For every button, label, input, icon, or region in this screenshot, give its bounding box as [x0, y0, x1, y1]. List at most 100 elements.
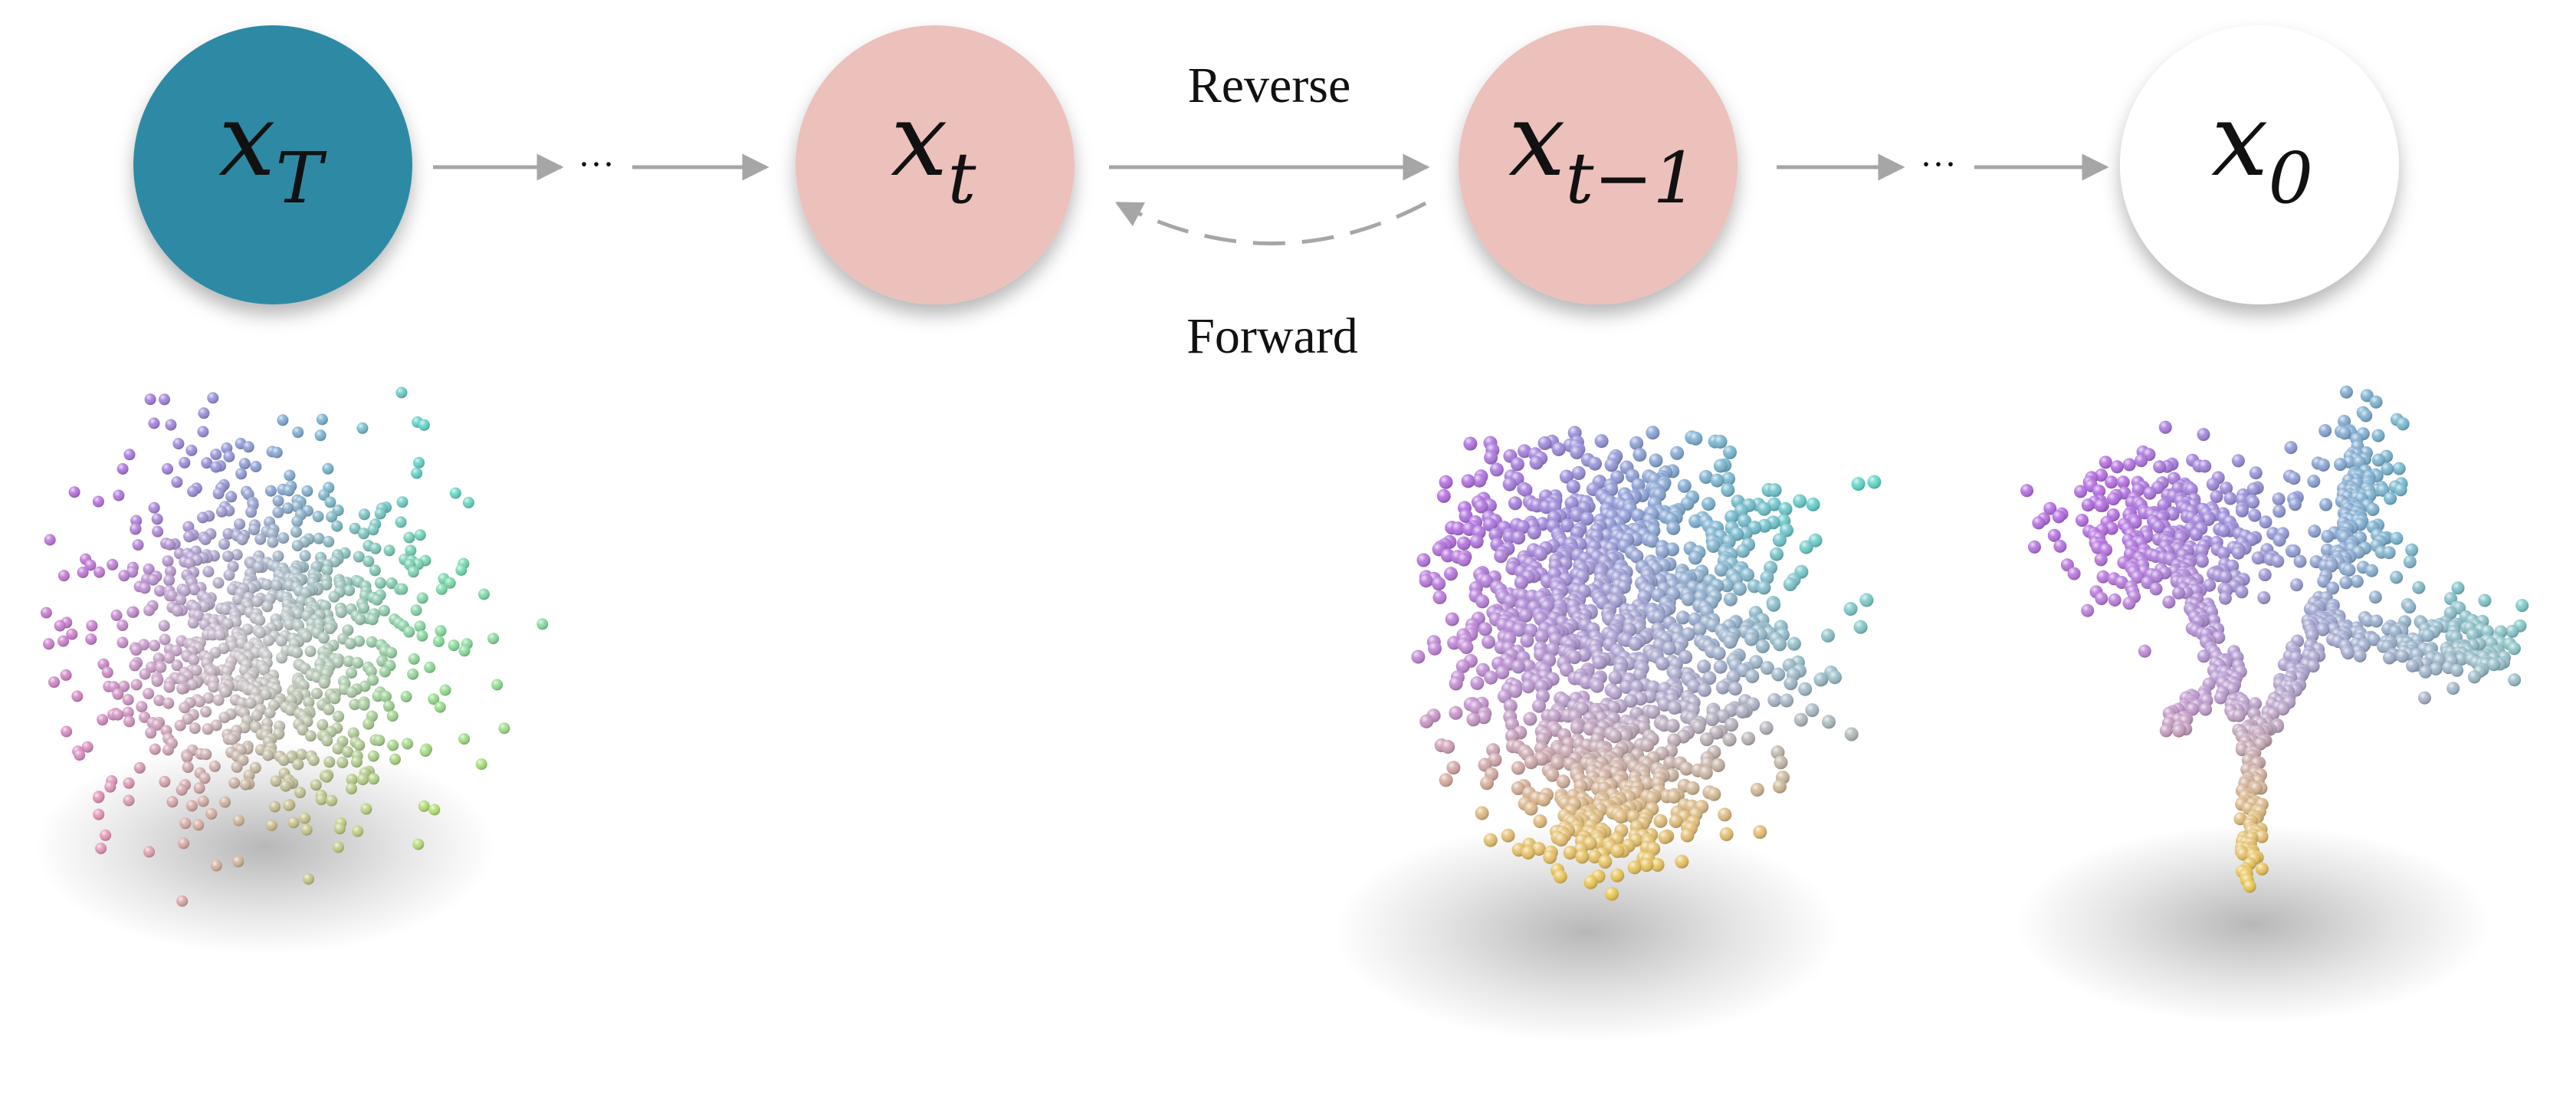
- noise-point-shine: [455, 564, 468, 576]
- partial-point-shine: [1457, 552, 1472, 567]
- partial-point-shine: [1844, 727, 1859, 741]
- noise-point-shine: [323, 756, 336, 768]
- noise-point-shine: [116, 620, 129, 632]
- tree-point-shine: [2396, 417, 2410, 431]
- tree-point-shine: [2052, 510, 2066, 524]
- noise-point-shine: [344, 637, 356, 649]
- partial-point-shine: [1511, 659, 1525, 674]
- noise-point-shine: [356, 422, 369, 434]
- partial-point-shine: [1444, 567, 1458, 581]
- noise-point-shine: [264, 707, 276, 719]
- partial-point-shine: [1697, 682, 1711, 697]
- noise-point-shine: [66, 628, 78, 640]
- noise-point-shine: [198, 407, 210, 419]
- noise-point-shine: [176, 895, 189, 907]
- partial-point-shine: [1628, 636, 1642, 651]
- partial-point-shine: [1469, 534, 1484, 549]
- partial-point-shine: [1853, 620, 1868, 634]
- noise-point-shine: [266, 528, 278, 540]
- noise-point-shine: [164, 565, 176, 577]
- noise-point-shine: [210, 860, 222, 872]
- noise-point-shine: [84, 559, 97, 571]
- noise-point-shine: [329, 692, 341, 705]
- tree-point-shine: [2289, 498, 2302, 511]
- partial-point-shine: [1771, 667, 1786, 682]
- partial-point-shine: [1784, 676, 1798, 691]
- tree-point-shine: [2405, 543, 2419, 557]
- noise-point-shine: [123, 794, 135, 807]
- partial-point-shine: [1456, 536, 1471, 551]
- noise-point-shine: [314, 429, 327, 442]
- partial-point-shine: [1733, 582, 1747, 596]
- partial-point-shine: [1508, 496, 1522, 511]
- tree-point-shine: [2231, 546, 2245, 560]
- partial-point-shine: [1551, 442, 1566, 456]
- noise-point-shine: [143, 563, 155, 575]
- partial-point-shine: [1475, 806, 1489, 820]
- noise-point-shine: [151, 513, 163, 525]
- noise-point-shine: [242, 441, 254, 453]
- noise-point-shine: [176, 682, 189, 695]
- partial-point-shine: [1662, 641, 1676, 656]
- noise-point-shine: [284, 469, 296, 482]
- noise-point-shine: [162, 744, 174, 756]
- noise-point-shine: [212, 488, 225, 500]
- noise-point-shine: [439, 684, 451, 696]
- tree-point-shine: [2189, 528, 2203, 541]
- noise-point-shine: [40, 607, 52, 619]
- noise-point-shine: [413, 456, 425, 468]
- partial-point-shine: [1480, 776, 1494, 791]
- noise-point-shine: [363, 718, 375, 730]
- noise-point-shine: [498, 722, 510, 735]
- tree-point-shine: [2094, 498, 2108, 512]
- partial-point-shine: [1502, 477, 1517, 491]
- noise-point-shine: [185, 800, 198, 812]
- noise-point-shine: [118, 680, 130, 692]
- noise-point-shine: [374, 577, 386, 589]
- noise-point-shine: [123, 449, 136, 461]
- noise-point-shine: [367, 524, 379, 536]
- tree-cloud-shadow: [2016, 824, 2491, 1024]
- noise-point-shine: [187, 616, 199, 629]
- noise-point-shine: [318, 677, 330, 689]
- noise-point-shine: [200, 748, 212, 761]
- noise-point-shine: [352, 656, 363, 669]
- noise-point-shine: [261, 579, 274, 591]
- noise-point-shine: [346, 783, 357, 795]
- noise-point-shine: [188, 584, 200, 596]
- noise-point-shine: [225, 491, 238, 503]
- partial-point-shine: [1566, 479, 1580, 494]
- noise-point-shine: [373, 735, 386, 747]
- partial-point-shine: [1520, 633, 1534, 648]
- partial-point-shine: [1441, 739, 1455, 754]
- ground-shadows: [34, 740, 2491, 1043]
- partial-point-shine: [1428, 641, 1442, 656]
- noise-point-shine: [414, 529, 426, 541]
- noise-point-shine: [360, 803, 372, 815]
- noise-point-shine: [380, 690, 392, 702]
- partial-point-shine: [1753, 825, 1767, 840]
- noise-point-shine: [323, 535, 335, 547]
- noise-point-shine: [147, 574, 159, 586]
- noise-point-shine: [265, 819, 277, 831]
- noise-point-shine: [215, 505, 228, 518]
- noise-point-shine: [139, 582, 151, 594]
- noise-point-shine: [269, 800, 281, 813]
- partial-point-shine: [1736, 544, 1751, 558]
- noise-point-shine: [410, 604, 422, 616]
- partial-point-shine: [1666, 521, 1681, 535]
- noise-point-shine: [310, 687, 323, 699]
- partial-point-shine: [1793, 494, 1807, 508]
- noise-point-shine: [301, 485, 313, 497]
- partial-point-shine: [1594, 434, 1609, 449]
- partial-point-shine: [1685, 781, 1700, 795]
- noise-point-shine: [61, 725, 73, 738]
- partial-point-shine: [1608, 670, 1623, 685]
- noise-point-shine: [270, 775, 282, 787]
- noise-point-shine: [123, 715, 136, 728]
- noise-point-shine: [71, 690, 84, 702]
- noise-point-shine: [185, 444, 198, 456]
- partial-point-shine: [1773, 637, 1787, 652]
- tree-point-shine: [2359, 409, 2373, 422]
- partial-point-shine: [1723, 445, 1737, 459]
